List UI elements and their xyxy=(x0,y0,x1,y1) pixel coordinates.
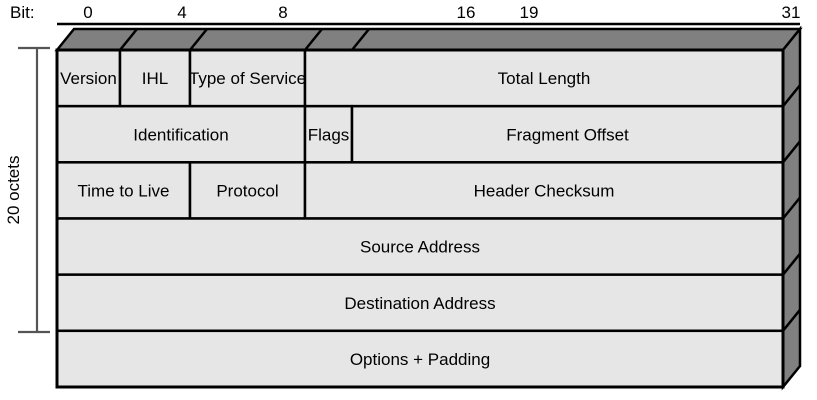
header-field-cell[interactable]: Type of Service xyxy=(188,48,307,108)
header-row: Time to Live Protocol Header Checksum xyxy=(55,161,785,220)
header-row: Options + Padding xyxy=(55,329,785,389)
right-face-divider-row-3 xyxy=(782,196,801,220)
header-row: Source Address xyxy=(55,217,785,276)
front-face-border xyxy=(55,48,785,389)
field-cell-box xyxy=(55,48,122,108)
field-cell-box xyxy=(188,161,307,220)
header-field-cell[interactable]: Header Checksum xyxy=(303,161,785,220)
bit-tick-label-31: 31 xyxy=(782,3,801,22)
octets-label: 20 octets xyxy=(4,156,23,225)
right-face-divider-row-2 xyxy=(782,140,801,164)
bit-axis-label: Bit: xyxy=(10,3,35,22)
field-cell-box xyxy=(55,273,785,333)
header-field-cell[interactable]: Protocol xyxy=(188,161,307,220)
top-face-surface xyxy=(54,27,803,52)
bit-tick-labels: 0 4 8 16 19 31 xyxy=(83,3,800,22)
bit-tick-label-4: 4 xyxy=(177,3,186,22)
field-cell-label: IHL xyxy=(142,69,168,88)
header-field-cell[interactable]: Time to Live xyxy=(55,161,192,220)
bit-tick-label-0: 0 xyxy=(83,3,92,22)
box-right-face xyxy=(781,25,802,391)
right-face-divider-row-4 xyxy=(782,252,801,276)
header-rows: Version IHL Type of Service Total LengthIde… xyxy=(55,48,785,389)
right-face-divider-row-5 xyxy=(782,309,801,332)
header-field-cell[interactable]: Destination Address xyxy=(55,273,785,333)
field-cell-label: Identification xyxy=(133,125,228,144)
field-cell-label: Version xyxy=(60,69,117,88)
header-row: Destination Address xyxy=(55,273,785,333)
header-row: Version IHL Type of Service Total Length xyxy=(55,48,785,108)
octets-bracket: 20 octets xyxy=(4,46,50,334)
header-field-cell[interactable]: Source Address xyxy=(55,217,785,276)
top-face-divider-bit4 xyxy=(119,28,138,51)
box-top-face xyxy=(54,27,803,52)
field-cell-label: Fragment Offset xyxy=(506,125,629,144)
right-face-dividers xyxy=(782,84,801,332)
header-field-cell[interactable]: Fragment Offset xyxy=(350,104,785,164)
header-row: Identification Flags Fragment Offset xyxy=(55,104,785,164)
field-cell-label: Source Address xyxy=(360,238,480,257)
header-field-cell[interactable]: Flags xyxy=(303,104,354,164)
top-face-divider-bit16 xyxy=(304,28,323,51)
field-cell-box xyxy=(303,48,785,108)
header-field-cell[interactable]: Version xyxy=(55,48,122,108)
field-cell-label: Options + Padding xyxy=(350,350,490,369)
field-cell-label: Total Length xyxy=(498,69,591,88)
header-field-cell[interactable]: Options + Padding xyxy=(55,329,785,389)
top-face-divider-bit19 xyxy=(351,28,370,51)
field-cell-label: Type of Service xyxy=(189,69,306,88)
field-cell-label: Header Checksum xyxy=(474,181,615,200)
right-face-divider-row-1 xyxy=(782,84,801,107)
top-face-divider-bit8 xyxy=(189,28,208,51)
field-cell-box xyxy=(188,48,307,108)
field-cell-label: Destination Address xyxy=(344,294,495,313)
field-cell-label: Protocol xyxy=(216,181,278,200)
header-field-cell[interactable]: IHL xyxy=(118,48,192,108)
field-cell-label: Flags xyxy=(308,125,350,144)
bit-tick-label-16: 16 xyxy=(457,3,476,22)
header-field-cell[interactable]: Identification xyxy=(55,104,307,164)
field-cell-label: Time to Live xyxy=(78,181,170,200)
bit-tick-label-8: 8 xyxy=(278,3,287,22)
bit-tick-label-19: 19 xyxy=(520,3,539,22)
bit-ruler: Bit: 0 4 8 16 19 31 xyxy=(10,3,800,26)
field-cell-box xyxy=(55,217,785,276)
header-field-cell[interactable]: Total Length xyxy=(303,48,785,108)
